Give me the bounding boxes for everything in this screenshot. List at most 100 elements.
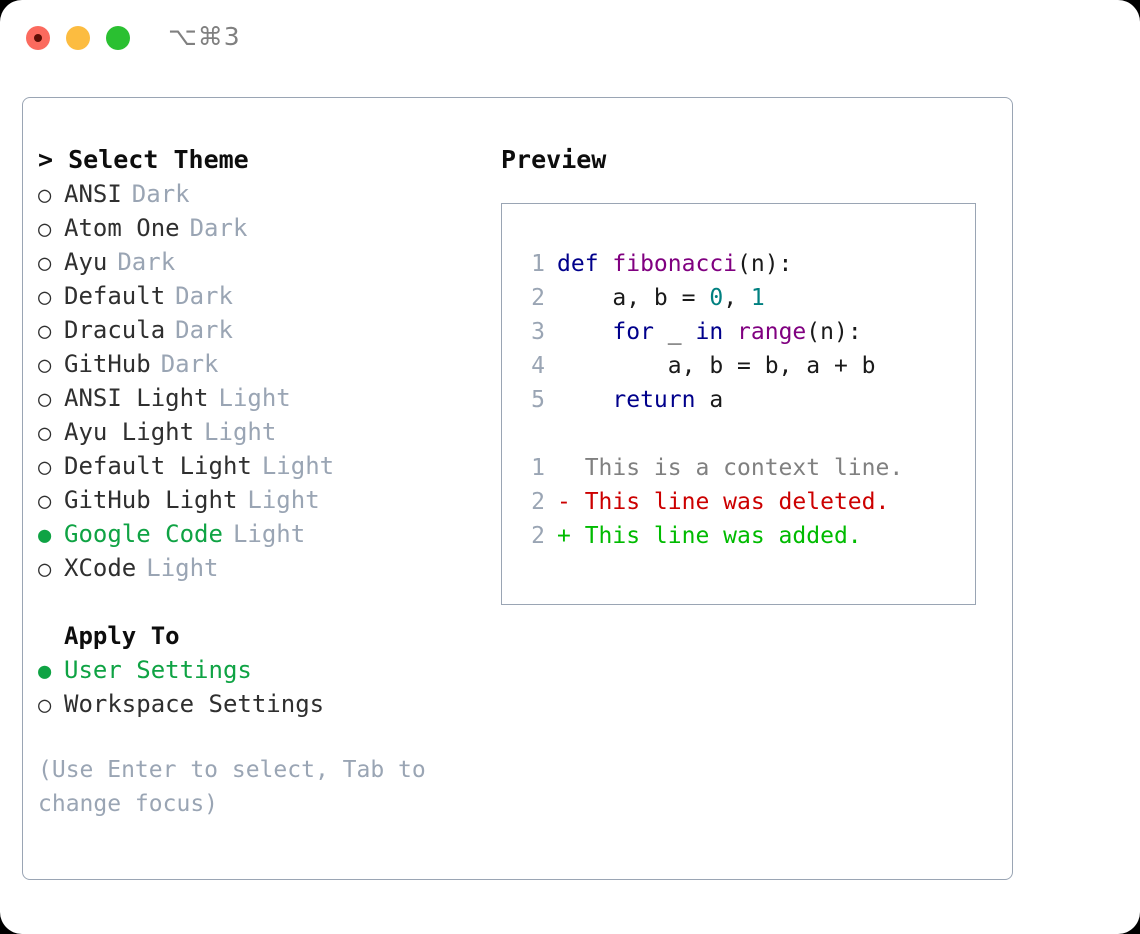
radio-unselected-icon: ○ [38,421,52,446]
code-token: (n): [806,319,862,345]
theme-option-item-label: Atom One [64,214,180,242]
theme-option-item-atom-one[interactable]: ○ Atom One Dark [38,211,478,245]
code-line: 3 for _ in range(n): [515,315,967,349]
title-bar: ⌥⌘3 [0,0,1140,78]
preview-heading: Preview [501,145,607,174]
radio-unselected-icon: ○ [38,489,52,514]
close-window-button[interactable] [26,26,50,50]
theme-option-item-xcode[interactable]: ○ XCode Light [38,551,478,585]
theme-option-item-label: Default [64,282,166,310]
select-theme-heading: > Select Theme [38,145,249,174]
line-number: 4 [531,353,545,379]
code-line-text: a, b = b, a + b [557,349,876,383]
code-line-text: return a [557,383,723,417]
code-token: for [557,319,668,345]
line-number: 1 [531,251,545,277]
radio-unselected-icon: ○ [38,285,52,310]
theme-variant-badge: Light [247,486,320,514]
line-number: 2 [531,285,545,311]
diff-line: 2 - This line was deleted. [515,485,967,519]
theme-variant-badge: Dark [175,282,233,310]
code-token: in [695,319,738,345]
list-spacer [38,585,478,619]
theme-option-item-ansi-light[interactable]: ○ ANSI Light Light [38,381,478,415]
theme-option-item-default-light[interactable]: ○ Default Light Light [38,449,478,483]
radio-selected-icon: ● [38,523,52,548]
theme-variant-badge: Light [146,554,219,582]
line-number: 3 [531,319,545,345]
code-token: (n): [737,251,793,277]
radio-unselected-icon: ○ [38,251,52,276]
apply-to-option-item-user-settings[interactable]: ● User Settings [38,653,478,687]
zoom-window-button[interactable] [106,26,130,50]
apply-to-heading: Apply To [64,622,180,650]
theme-option-item-label: ANSI [64,180,122,208]
radio-unselected-icon: ○ [38,319,52,344]
code-token: a [709,387,724,413]
radio-unselected-icon: ○ [38,387,52,412]
theme-variant-badge: Dark [189,214,248,242]
code-line-text: def fibonacci(n): [557,247,792,281]
apply-to-option-item-label: Workspace Settings [64,690,325,718]
code-token: fibonacci [612,251,738,277]
theme-option-item-label: Ayu Light [64,418,195,446]
diff-line-text: - This line was deleted. [557,489,890,515]
theme-option-item-label: XCode [64,554,137,582]
code-diff-separator [515,417,967,451]
code-line-text: for _ in range(n): [557,315,862,349]
code-token: return [557,387,710,413]
keyboard-shortcut-label: ⌥⌘3 [168,22,241,51]
keyboard-hint-text: (Use Enter to select, Tab to change focu… [38,757,440,817]
theme-option-item-default[interactable]: ○ Default Dark [38,279,478,313]
minimize-window-button[interactable] [66,26,90,50]
theme-option-item-label: Default Light [64,452,252,480]
line-number: 2 [531,489,545,515]
diff-line-text: + This line was added. [557,523,862,549]
theme-variant-badge: Dark [175,316,233,344]
radio-unselected-icon: ○ [38,353,52,378]
apply-to-option-item-workspace-settings[interactable]: ○Workspace Settings [38,687,478,721]
code-token: , [723,285,751,311]
code-token: 1 [750,285,765,311]
theme-option-item-github-light[interactable]: ○ GitHub Light Light [38,483,478,517]
radio-unselected-icon: ○ [38,455,52,480]
code-token: range [737,319,807,345]
code-token: def [557,251,613,277]
theme-option-item-label: Google Code [64,520,223,548]
diff-line-text: This is a context line. [557,455,904,481]
theme-option-item-label: Ayu [64,248,108,276]
theme-option-item-ayu[interactable]: ○ Ayu Dark [38,245,478,279]
code-token: 0 [709,285,724,311]
code-line: 1 def fibonacci(n): [515,247,967,281]
code-token: a, b = [557,285,710,311]
line-number: 5 [531,387,545,413]
diff-line: 2 + This line was added. [515,519,967,553]
theme-variant-badge: Dark [160,350,219,378]
line-number: 2 [531,523,545,549]
radio-unselected-icon: ○ [38,217,52,242]
apply-to-option-item-label: User Settings [64,656,252,684]
code-line: 4 a, b = b, a + b [515,349,967,383]
theme-option-item-label: GitHub Light [64,486,238,514]
theme-option-item-label: ANSI Light [64,384,209,412]
code-token: a, b = b, a + b [557,353,876,379]
apply-to-option-list: ● User Settings ○Workspace Settings [38,653,478,721]
radio-unselected-icon: ○ [38,557,52,582]
diff-line: 1 This is a context line. [515,451,967,485]
radio-selected-icon: ● [38,659,52,684]
line-number: 1 [531,455,545,481]
theme-variant-badge: Light [261,452,335,480]
theme-variant-badge: Light [218,384,291,412]
theme-variant-badge: Dark [117,248,176,276]
